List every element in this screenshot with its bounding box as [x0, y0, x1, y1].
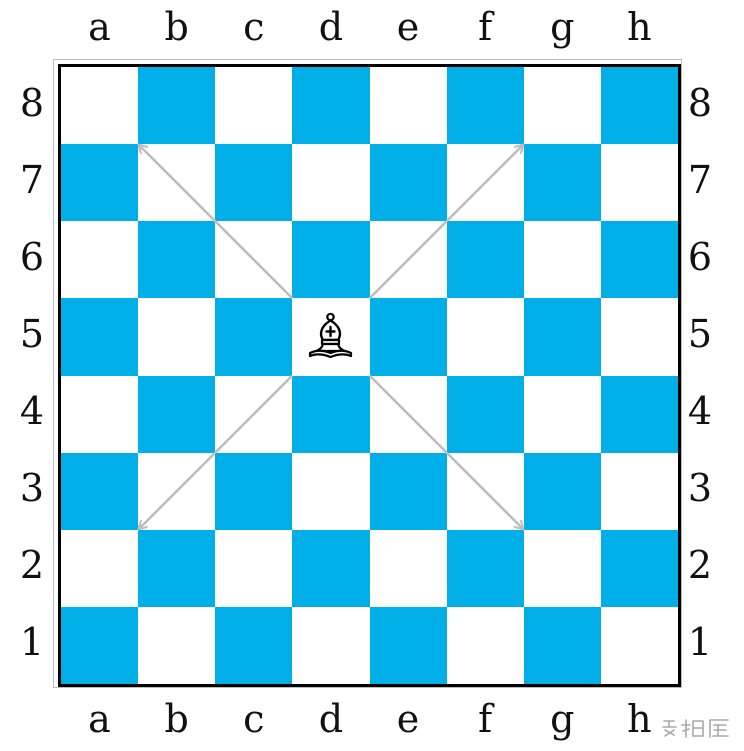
square-d7[interactable] [292, 144, 370, 222]
watermark-glyphs [662, 719, 729, 738]
square-g8[interactable] [523, 67, 602, 145]
file-label-bottom-d: d [318, 697, 344, 741]
square-c1[interactable] [215, 606, 293, 685]
file-label-top-b: b [164, 5, 189, 49]
rank-label-left-8: 8 [19, 80, 45, 125]
square-c7[interactable] [215, 144, 293, 222]
square-d4[interactable] [292, 375, 370, 453]
file-label-top-f: f [478, 5, 493, 49]
square-h4[interactable] [600, 375, 679, 453]
square-f5[interactable] [446, 298, 525, 376]
square-f2[interactable] [446, 529, 525, 608]
square-b4[interactable] [138, 375, 216, 453]
file-label-bottom-a: a [88, 697, 111, 741]
square-h2[interactable] [600, 529, 679, 608]
square-e8[interactable] [369, 67, 447, 145]
square-d6[interactable] [292, 221, 370, 299]
square-a4[interactable] [61, 375, 139, 453]
white-bishop-icon [309, 313, 353, 359]
square-f6[interactable] [446, 221, 525, 299]
square-g1[interactable] [523, 606, 602, 685]
square-a6[interactable] [61, 221, 139, 299]
rank-label-left-1: 1 [19, 620, 45, 665]
rank-label-right-1: 1 [687, 620, 713, 665]
square-a2[interactable] [61, 529, 139, 608]
white-bishop-piece[interactable] [292, 298, 369, 375]
file-label-top-h: h [627, 5, 652, 49]
square-g6[interactable] [523, 221, 602, 299]
square-f8[interactable] [446, 67, 525, 145]
square-e1[interactable] [369, 606, 447, 685]
file-label-bottom-c: c [243, 697, 265, 741]
square-e5[interactable] [369, 298, 447, 376]
rank-label-right-5: 5 [687, 311, 713, 356]
file-label-bottom-b: b [164, 697, 189, 741]
square-h6[interactable] [600, 221, 679, 299]
square-e2[interactable] [369, 529, 447, 608]
file-label-bottom-e: e [396, 697, 420, 741]
square-d2[interactable] [292, 529, 370, 608]
rank-label-left-5: 5 [19, 311, 45, 356]
square-c5[interactable] [215, 298, 293, 376]
square-b2[interactable] [138, 529, 216, 608]
rank-label-right-2: 2 [687, 543, 713, 588]
move-arrow-d5-b3 [139, 374, 294, 529]
square-d8[interactable] [292, 67, 370, 145]
board-squares [61, 67, 679, 685]
square-b6[interactable] [138, 221, 216, 299]
square-h7[interactable] [600, 144, 679, 222]
square-a8[interactable] [61, 67, 139, 145]
file-label-top-c: c [243, 5, 265, 49]
square-b5[interactable] [138, 298, 216, 376]
square-d1[interactable] [292, 606, 370, 685]
square-g5[interactable] [523, 298, 602, 376]
square-b1[interactable] [138, 606, 216, 685]
rank-label-left-6: 6 [19, 234, 45, 279]
square-c2[interactable] [215, 529, 293, 608]
square-c8[interactable] [215, 67, 293, 145]
square-f1[interactable] [446, 606, 525, 685]
square-a3[interactable] [61, 452, 139, 531]
file-label-bottom-g: g [550, 697, 575, 741]
rank-label-right-3: 3 [687, 466, 713, 511]
square-g2[interactable] [523, 529, 602, 608]
square-h3[interactable] [600, 452, 679, 531]
move-arrow-d5-b7 [139, 145, 294, 300]
move-arrow-d5-f7 [368, 145, 523, 300]
square-e3[interactable] [369, 452, 447, 531]
rank-label-left-7: 7 [19, 157, 45, 202]
square-h5[interactable] [600, 298, 679, 376]
square-f4[interactable] [446, 375, 525, 453]
square-h8[interactable] [600, 67, 679, 145]
move-arrow-d5-f3 [368, 374, 523, 529]
rank-label-left-4: 4 [19, 389, 45, 434]
square-g7[interactable] [523, 144, 602, 222]
square-a1[interactable] [61, 606, 139, 685]
square-e7[interactable] [369, 144, 447, 222]
file-label-bottom-h: h [627, 697, 652, 741]
rank-label-right-4: 4 [687, 389, 713, 434]
square-a7[interactable] [61, 144, 139, 222]
file-label-bottom-f: f [478, 697, 493, 741]
file-label-top-g: g [550, 5, 575, 49]
file-label-top-e: e [396, 5, 420, 49]
square-b8[interactable] [138, 67, 216, 145]
rank-label-left-2: 2 [19, 543, 45, 588]
rank-label-right-6: 6 [687, 234, 713, 279]
square-g3[interactable] [523, 452, 602, 531]
chess-site-logo-icon: ​ [660, 717, 732, 743]
rank-label-left-3: 3 [19, 466, 45, 511]
square-g4[interactable] [523, 375, 602, 453]
square-c3[interactable] [215, 452, 293, 531]
file-label-top-d: d [318, 5, 344, 49]
rank-label-right-7: 7 [687, 157, 713, 202]
file-label-top-a: a [88, 5, 111, 49]
chessboard [58, 64, 681, 687]
move-arrows [61, 67, 678, 684]
square-d3[interactable] [292, 452, 370, 531]
square-a5[interactable] [61, 298, 139, 376]
square-h1[interactable] [600, 606, 679, 685]
rank-label-right-8: 8 [687, 80, 713, 125]
